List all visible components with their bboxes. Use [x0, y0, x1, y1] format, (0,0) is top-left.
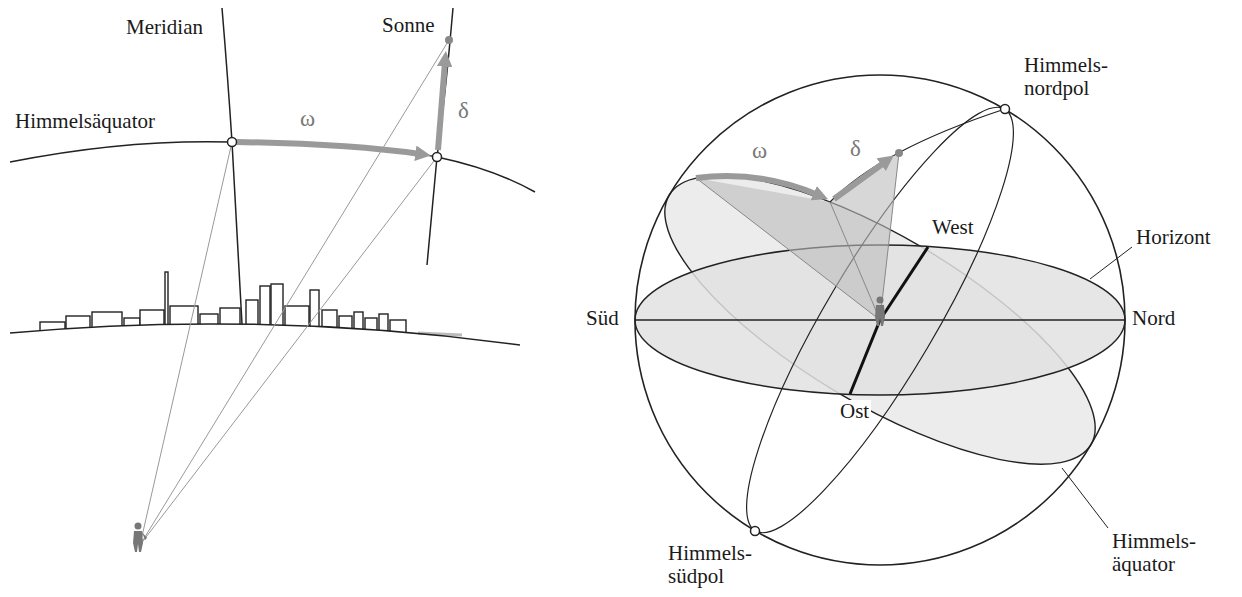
hour-circle [427, 8, 453, 265]
horizon-line [10, 324, 520, 345]
hour-circle [830, 109, 1005, 202]
hour-angle-symbol: ω [300, 106, 315, 131]
leader-line [1062, 468, 1108, 528]
east-label: Ost [838, 400, 871, 423]
declination-symbol: δ [458, 98, 469, 123]
point-marker [433, 153, 442, 162]
sight-lines [140, 40, 449, 545]
hour-angle-arrow [696, 176, 818, 195]
ground-mask [10, 324, 520, 362]
south-pole-label: Himmels- südpol [668, 542, 760, 588]
equator-label: Himmels- äquator [1112, 530, 1212, 576]
point-marker [228, 138, 237, 147]
celestial-equator [10, 142, 535, 192]
east-line [850, 320, 880, 394]
south-label: Süd [586, 307, 619, 330]
observer-figure [875, 297, 885, 327]
meridian-line [222, 8, 242, 324]
equator-label: Himmelsäquator [15, 110, 155, 133]
sight-lines [696, 153, 899, 320]
equator-plane [626, 123, 1133, 517]
north-label: Nord [1132, 307, 1175, 330]
pole-marker [1001, 105, 1010, 114]
hour-angle-arrow [236, 142, 420, 154]
west-line [880, 247, 928, 320]
west-label: West [930, 216, 975, 239]
sun-dot [445, 36, 453, 44]
hour-angle-symbol: ω [752, 138, 767, 163]
declination-symbol: δ [850, 136, 861, 161]
sun-dot [895, 149, 903, 157]
celestial-sphere [635, 75, 1125, 565]
sun-label: Sonne [382, 14, 435, 37]
pole-marker [751, 527, 760, 536]
north-pole-label: Himmels- nordpol [1024, 54, 1120, 100]
declination-arrow [438, 62, 445, 150]
declination-arrow [834, 162, 885, 199]
leader-line [1090, 247, 1132, 279]
meridian-label: Meridian [126, 16, 203, 39]
angle-wedge [696, 153, 899, 320]
observer-figure [133, 523, 147, 553]
horizon-label: Horizont [1136, 226, 1211, 249]
